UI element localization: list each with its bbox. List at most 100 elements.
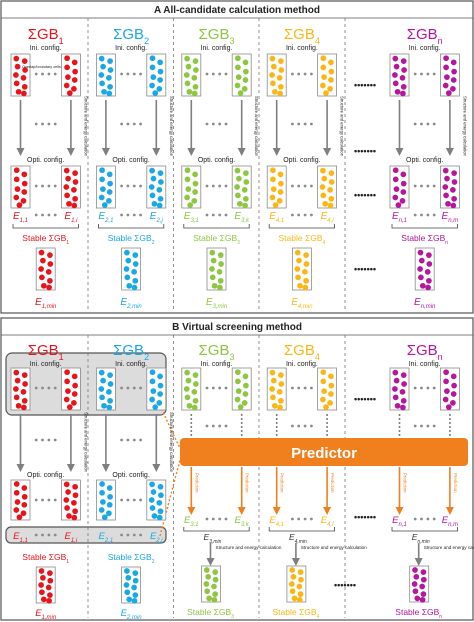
dotted-ellipsis-icon — [297, 213, 301, 217]
atom-dot-icon — [63, 82, 70, 89]
dotted-ellipsis-icon — [310, 213, 313, 217]
dotted-ellipsis-icon — [53, 438, 57, 442]
atom-dot-icon — [393, 186, 400, 192]
atom-dot-icon — [132, 252, 139, 258]
dotted-ellipsis-icon — [303, 184, 307, 188]
atom-dot-icon — [21, 493, 28, 500]
dotted-ellipsis-icon — [47, 498, 51, 502]
atom-dot-icon — [72, 195, 78, 202]
atom-dot-icon — [211, 583, 217, 590]
opti-config-label: Opti. config. — [406, 157, 443, 164]
dotted-ellipsis-icon — [126, 438, 130, 442]
dotted-ellipsis-icon — [426, 122, 430, 126]
supercell-box — [10, 165, 31, 209]
atom-dot-icon — [71, 86, 77, 92]
dotted-ellipsis-icon — [34, 184, 38, 188]
atom-dot-icon — [149, 192, 156, 199]
atom-dot-icon — [106, 501, 113, 508]
atom-dot-icon — [450, 202, 457, 209]
group-bracket — [183, 224, 250, 229]
atom-dot-icon — [185, 63, 192, 70]
dotted-ellipsis-icon — [211, 72, 215, 76]
atom-dot-icon — [212, 591, 219, 597]
atom-dot-icon — [445, 200, 451, 207]
atom-dot-icon — [443, 55, 449, 62]
structure-energy-calc-label: Structure and energy calculation — [83, 96, 88, 157]
atom-dot-icon — [106, 198, 112, 204]
dotted-ellipsis-icon — [139, 72, 143, 76]
atom-dot-icon — [98, 369, 105, 376]
atom-dot-icon — [323, 90, 329, 96]
dotted-ellipsis-icon — [53, 386, 57, 390]
dotted-ellipsis-icon — [413, 424, 417, 428]
dotted-ellipsis-icon — [34, 213, 38, 217]
atom-dot-icon — [243, 195, 249, 202]
atom-dot-icon — [131, 597, 138, 604]
supercell-box — [231, 367, 252, 411]
atom-dot-icon — [399, 389, 406, 395]
atom-dot-icon — [71, 202, 78, 209]
atom-dot-icon — [393, 377, 400, 384]
atom-dot-icon — [126, 282, 133, 289]
dotted-ellipsis-icon — [126, 184, 130, 188]
atom-dot-icon — [156, 86, 163, 92]
atom-dot-icon — [106, 171, 113, 178]
dotted-ellipsis-icon — [41, 438, 44, 442]
supercell-box — [181, 165, 202, 209]
atom-dot-icon — [156, 499, 163, 506]
energy-label: E3,1 — [184, 211, 199, 224]
opti-config-label: Opti. config. — [198, 157, 235, 164]
atom-dot-icon — [400, 83, 407, 90]
atom-dot-icon — [392, 72, 398, 78]
supercell-box — [96, 165, 116, 209]
atom-dot-icon — [321, 175, 328, 182]
atom-dot-icon — [270, 63, 277, 70]
atom-dot-icon — [150, 175, 157, 182]
atom-dot-icon — [47, 577, 54, 584]
stable-gb-label: Stable ΣGB2 — [108, 552, 155, 565]
dotted-ellipsis-icon — [310, 386, 313, 390]
sigma-gb-heading: ΣGB2 — [113, 342, 149, 362]
opti-config-label: Opti. config. — [112, 157, 149, 164]
dotted-ellipsis-icon — [211, 424, 215, 428]
atom-dot-icon — [216, 269, 223, 275]
atom-dot-icon — [192, 58, 199, 64]
dotted-ellipsis-icon — [126, 213, 130, 217]
dotted-ellipsis-icon — [218, 72, 222, 76]
dotted-ellipsis-icon — [291, 72, 294, 76]
dotted-ellipsis-icon — [224, 424, 228, 428]
atom-dot-icon — [152, 90, 159, 96]
dotted-ellipsis-icon — [53, 122, 57, 126]
atom-dot-icon — [107, 493, 113, 500]
atom-dot-icon — [321, 74, 327, 80]
dotted-ellipsis-icon — [297, 424, 301, 428]
atom-dot-icon — [451, 170, 457, 176]
energy-label: E1,i — [65, 531, 78, 544]
atom-dot-icon — [13, 489, 20, 496]
dotted-ellipsis-icon — [303, 424, 307, 428]
dotted-ellipsis-icon — [420, 122, 423, 126]
dotted-ellipsis-icon — [413, 517, 417, 521]
opti-config-label: Opti. config. — [27, 472, 64, 479]
dotted-ellipsis-icon — [205, 213, 209, 217]
dotted-ellipsis-icon — [291, 213, 294, 217]
atom-dot-icon — [149, 396, 155, 403]
dotted-ellipsis-icon — [47, 213, 51, 217]
atom-dot-icon — [327, 86, 333, 92]
dotted-ellipsis-icon — [413, 72, 417, 76]
atom-dot-icon — [39, 589, 45, 596]
atom-dot-icon — [236, 200, 243, 207]
atom-dot-icon — [40, 596, 47, 603]
opti-config-label: Opti. config. — [112, 472, 149, 479]
atom-dot-icon — [66, 404, 73, 410]
atom-dot-icon — [20, 198, 27, 204]
dotted-ellipsis-icon — [53, 213, 57, 217]
atom-dot-icon — [71, 187, 77, 193]
atom-dot-icon — [425, 284, 431, 291]
atom-dot-icon — [277, 171, 284, 178]
dotted-ellipsis-icon — [224, 122, 228, 126]
ini-config-label: Ini. config. — [409, 45, 441, 52]
stable-gb-label: Stable ΣGB4 — [273, 607, 320, 620]
atom-dot-icon — [20, 75, 27, 81]
atom-dot-icon — [235, 64, 241, 71]
